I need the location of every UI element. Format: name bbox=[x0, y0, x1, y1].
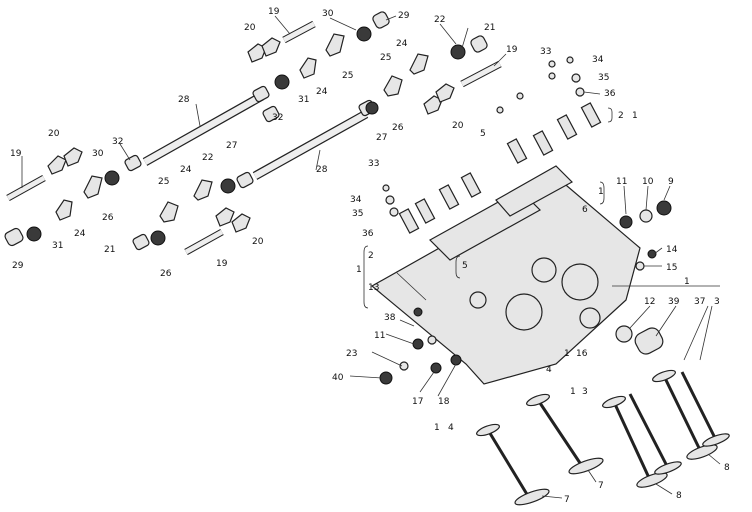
callout: 1 bbox=[570, 387, 576, 397]
valve-spring-stacks bbox=[382, 56, 602, 234]
callout: 36 bbox=[604, 89, 616, 99]
callout: 12 bbox=[644, 297, 655, 307]
rocker-shaft-right bbox=[460, 60, 502, 88]
callout: 1 bbox=[356, 265, 362, 275]
callout: 1 bbox=[632, 111, 638, 121]
callout: 22 bbox=[202, 153, 213, 163]
callout: 35 bbox=[598, 73, 609, 83]
callout: 24 bbox=[396, 39, 408, 49]
callout: 4 bbox=[448, 423, 454, 433]
callout: 19 bbox=[268, 7, 280, 17]
callout: 35 bbox=[352, 209, 363, 219]
callout: 32 bbox=[112, 137, 123, 147]
callout: 28 bbox=[178, 95, 190, 105]
callout-labels: 19 30 29 20 22 21 24 25 19 33 34 35 36 2… bbox=[10, 7, 730, 505]
callout: 30 bbox=[322, 9, 334, 19]
callout: 4 bbox=[546, 365, 552, 375]
group-brackets bbox=[363, 107, 613, 309]
callout: 34 bbox=[592, 55, 604, 65]
callout: 11 bbox=[616, 177, 627, 187]
callout: 21 bbox=[104, 245, 115, 255]
callout: 28 bbox=[316, 165, 328, 175]
callout: 39 bbox=[668, 297, 680, 307]
rocker-shaft-top bbox=[282, 20, 316, 44]
callout: 33 bbox=[540, 47, 551, 57]
callout: 31 bbox=[52, 241, 63, 251]
callout: 5 bbox=[480, 129, 486, 139]
callout: 1 bbox=[564, 349, 570, 359]
callout: 13 bbox=[368, 283, 379, 293]
callout: 40 bbox=[332, 373, 344, 383]
callout: 1 bbox=[684, 277, 690, 287]
camshaft-upper bbox=[142, 92, 265, 166]
callout: 1 bbox=[598, 187, 604, 197]
callout: 1 bbox=[434, 423, 440, 433]
callout: 26 bbox=[392, 123, 404, 133]
callout: 24 bbox=[180, 165, 192, 175]
callout: 22 bbox=[434, 15, 445, 25]
camshaft-lower bbox=[252, 110, 369, 180]
callout: 24 bbox=[316, 87, 328, 97]
callout: 20 bbox=[48, 129, 60, 139]
bushing-parts bbox=[4, 11, 488, 251]
callout: 17 bbox=[412, 397, 423, 407]
callout: 11 bbox=[374, 331, 385, 341]
callout: 3 bbox=[582, 387, 588, 397]
callout: 36 bbox=[362, 229, 374, 239]
callout: 8 bbox=[676, 491, 682, 501]
callout: 19 bbox=[216, 259, 228, 269]
callout: 7 bbox=[564, 495, 570, 505]
callout: 2 bbox=[618, 111, 624, 121]
callout: 27 bbox=[226, 141, 237, 151]
callout: 31 bbox=[298, 95, 309, 105]
callout: 10 bbox=[642, 177, 654, 187]
callout: 8 bbox=[724, 463, 730, 473]
callout: 24 bbox=[74, 229, 86, 239]
rocker-shaft-upper-left bbox=[6, 174, 46, 202]
callout: 25 bbox=[380, 53, 391, 63]
callout: 20 bbox=[452, 121, 464, 131]
callout: 7 bbox=[598, 481, 604, 491]
callout: 25 bbox=[342, 71, 353, 81]
callout: 16 bbox=[576, 349, 588, 359]
torsion-springs bbox=[26, 26, 466, 246]
callout: 15 bbox=[666, 263, 677, 273]
callout: 3 bbox=[714, 297, 720, 307]
callout: 25 bbox=[158, 177, 169, 187]
callout: 20 bbox=[244, 23, 256, 33]
callout: 5 bbox=[462, 261, 468, 271]
callout: 26 bbox=[102, 213, 114, 223]
callout: 6 bbox=[582, 205, 588, 215]
callout: 9 bbox=[668, 177, 674, 187]
callout: 21 bbox=[484, 23, 495, 33]
callout: 29 bbox=[398, 11, 410, 21]
cylinder-head bbox=[370, 165, 641, 385]
callout: 29 bbox=[12, 261, 24, 271]
rocker-shaft-bottom bbox=[184, 228, 224, 256]
callout: 23 bbox=[346, 349, 357, 359]
callout: 34 bbox=[350, 195, 362, 205]
callout: 26 bbox=[160, 269, 172, 279]
callout: 30 bbox=[92, 149, 104, 159]
callout: 19 bbox=[506, 45, 518, 55]
callout: 18 bbox=[438, 397, 450, 407]
callout: 20 bbox=[252, 237, 264, 247]
callout: 37 bbox=[694, 297, 705, 307]
callout: 32 bbox=[272, 113, 283, 123]
callout: 27 bbox=[376, 133, 387, 143]
valves bbox=[476, 369, 730, 506]
callout: 38 bbox=[384, 313, 396, 323]
rocker-arms bbox=[47, 33, 455, 233]
callout: 2 bbox=[368, 251, 374, 261]
callout: 14 bbox=[666, 245, 678, 255]
callout: 33 bbox=[368, 159, 379, 169]
callout: 19 bbox=[10, 149, 22, 159]
leader-lines bbox=[21, 15, 721, 499]
